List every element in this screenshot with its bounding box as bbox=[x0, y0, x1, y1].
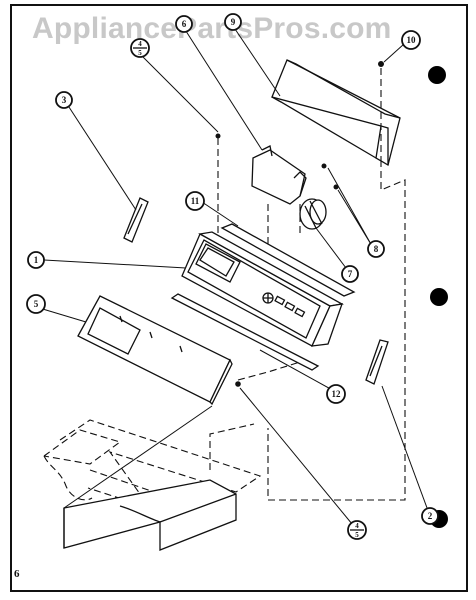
callout-10-label: 10 bbox=[407, 35, 417, 45]
part-screw-4b bbox=[235, 381, 241, 387]
assembly-path-bracket bbox=[267, 204, 301, 244]
callout-9-label: 9 bbox=[231, 17, 236, 27]
callout-3-label: 3 bbox=[62, 95, 67, 105]
callout-5: 5 bbox=[26, 294, 46, 314]
cabinet-outline bbox=[43, 419, 262, 551]
part-screw-8b bbox=[333, 184, 339, 190]
part-trim-strip bbox=[170, 293, 320, 371]
assembly-path-right bbox=[267, 68, 406, 501]
callout-2: 2 bbox=[421, 507, 439, 525]
callout-6: 6 bbox=[175, 15, 193, 33]
part-window-strip bbox=[220, 223, 356, 297]
assembly-path-lower-screw bbox=[237, 361, 301, 381]
callout-8: 8 bbox=[367, 240, 385, 258]
callout-12: 12 bbox=[326, 384, 346, 404]
callout-7-label: 7 bbox=[348, 269, 353, 279]
watermark: AppliancePartsPros.com bbox=[32, 12, 392, 45]
part-pcb-bracket bbox=[251, 145, 307, 205]
binder-hole-top bbox=[428, 66, 446, 84]
callout-4b-label: 4 bbox=[355, 522, 359, 530]
part-screw-4a bbox=[215, 133, 221, 139]
callout-1: 1 bbox=[27, 251, 45, 269]
callout-5a-label: 5 bbox=[138, 49, 142, 57]
callout-4a-label: 4 bbox=[138, 40, 142, 48]
callout-3: 3 bbox=[55, 91, 73, 109]
part-trim-bracket bbox=[271, 59, 401, 166]
diagram-frame bbox=[10, 4, 468, 592]
callout-4-5-upper: 4 5 bbox=[130, 38, 150, 58]
callout-5b-label: 5 bbox=[355, 531, 359, 539]
part-screw-8a bbox=[321, 163, 327, 169]
callout-1-label: 1 bbox=[34, 255, 39, 265]
callout-8-label: 8 bbox=[374, 244, 379, 254]
callout-5-label: 5 bbox=[34, 299, 39, 309]
callout-11: 11 bbox=[185, 191, 205, 211]
callout-2-label: 2 bbox=[428, 511, 433, 521]
callout-6-label: 6 bbox=[182, 19, 187, 29]
binder-hole-middle bbox=[430, 288, 448, 306]
part-end-cap-right bbox=[365, 339, 389, 385]
part-rear-panel bbox=[77, 295, 233, 406]
part-control-console bbox=[181, 231, 344, 347]
part-end-cap-left bbox=[123, 197, 149, 243]
callout-12-label: 12 bbox=[332, 389, 342, 399]
leader-lines bbox=[35, 25, 431, 531]
callout-9: 9 bbox=[224, 13, 242, 31]
part-knob bbox=[299, 198, 327, 230]
callout-7: 7 bbox=[341, 265, 359, 283]
callout-11-label: 11 bbox=[191, 196, 200, 206]
callout-4-5-lower: 4 5 bbox=[347, 520, 367, 540]
callout-10: 10 bbox=[401, 30, 421, 50]
part-screw-top-right bbox=[378, 61, 384, 67]
page-number: 6 bbox=[14, 568, 20, 580]
